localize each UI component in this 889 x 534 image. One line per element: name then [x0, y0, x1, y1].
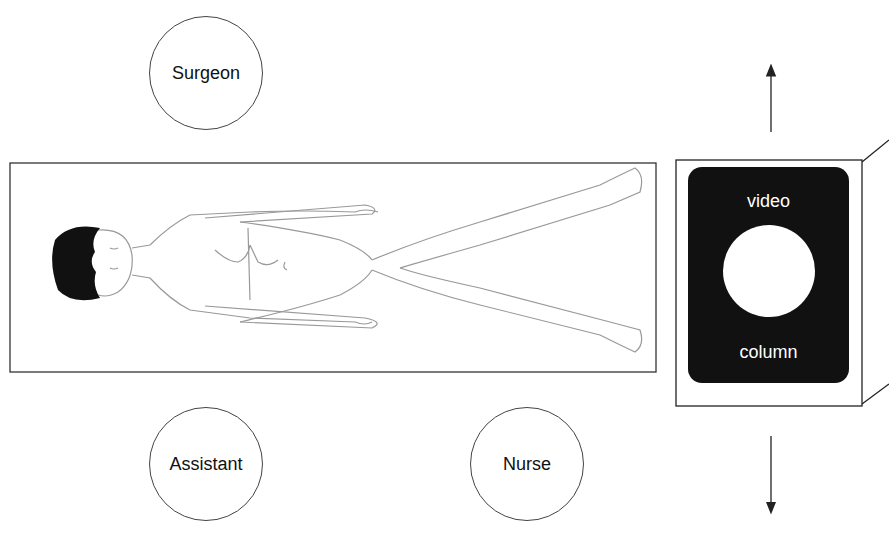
node-label: Assistant	[169, 454, 242, 475]
node-label: Nurse	[503, 454, 551, 475]
video-column: video column	[688, 167, 849, 383]
node-label: video	[688, 191, 849, 212]
node-label: column	[688, 342, 849, 363]
down-arrow	[770, 436, 771, 508]
staff-circle: Surgeon	[149, 16, 263, 130]
monitor-lens	[723, 225, 815, 317]
operating-table	[10, 163, 656, 372]
up-arrow	[770, 70, 771, 132]
patient-figure	[92, 168, 642, 352]
patient-hair	[52, 227, 100, 301]
video-cabinet	[676, 140, 889, 406]
staff-circle: Assistant	[149, 407, 263, 521]
staff-circle: Nurse	[470, 407, 584, 521]
node-label: Surgeon	[172, 63, 240, 84]
